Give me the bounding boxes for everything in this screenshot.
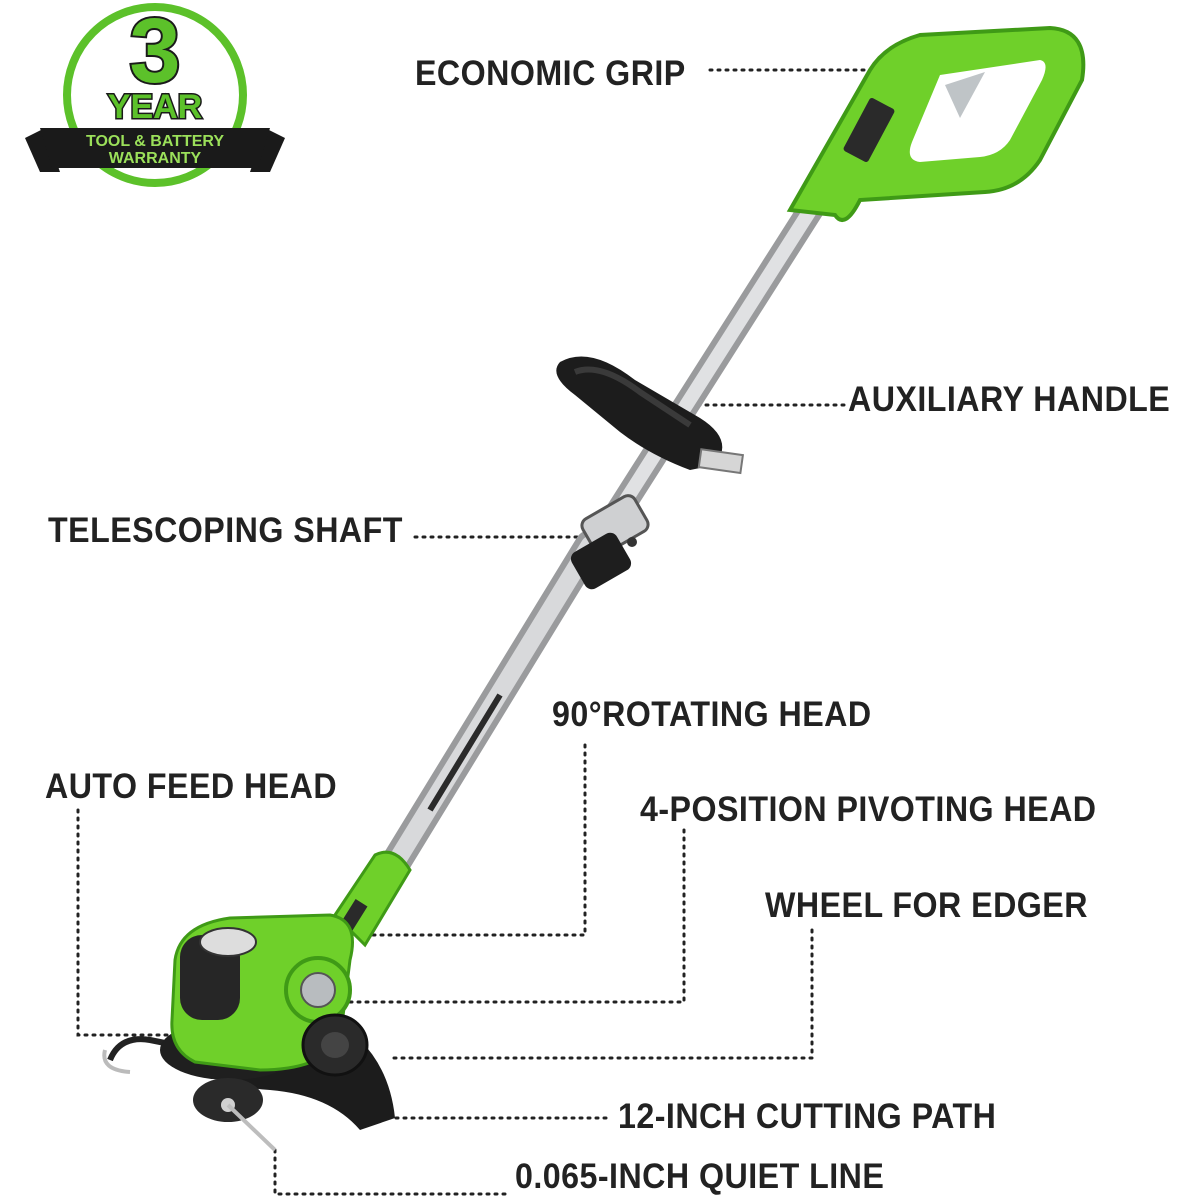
- callout-economic-grip: ECONOMIC GRIP: [415, 54, 686, 93]
- badge-year: YEAR: [108, 88, 202, 126]
- callout-auto-feed-head: AUTO FEED HEAD: [45, 767, 338, 806]
- leader-quiet-line: [273, 1148, 507, 1196]
- callout-telescoping-shaft: TELESCOPING SHAFT: [48, 511, 403, 550]
- badge-banner-line1: TOOL & BATTERY: [86, 133, 224, 150]
- leader-rotating-head: [248, 743, 587, 937]
- leader-pivoting-head: [338, 828, 686, 1004]
- telescoping-collar: [570, 494, 650, 590]
- leader-wheel-for-edger: [390, 928, 814, 1060]
- callout-pivoting-head: 4-POSITION PIVOTING HEAD: [640, 790, 1097, 829]
- callout-auxiliary-handle: AUXILIARY HANDLE: [848, 380, 1171, 419]
- string-trimmer: [102, 25, 1086, 1152]
- callout-rotating-head: 90°ROTATING HEAD: [552, 695, 872, 734]
- trimmer-head: [102, 913, 395, 1152]
- badge-number: 3: [129, 0, 180, 102]
- grip-handle: [786, 25, 1086, 222]
- callout-leaders: [76, 68, 887, 1196]
- callout-cutting-path: 12-INCH CUTTING PATH: [618, 1097, 997, 1136]
- warranty-badge: 3 YEAR TOOL & BATTERY WARRANTY: [25, 0, 285, 187]
- leader-auto-feed-head: [76, 808, 212, 1037]
- badge-banner-line2: WARRANTY: [109, 150, 202, 167]
- callout-wheel-for-edger: WHEEL FOR EDGER: [765, 886, 1088, 925]
- auxiliary-handle-shape: [556, 356, 745, 475]
- callout-quiet-line: 0.065-INCH QUIET LINE: [515, 1157, 885, 1196]
